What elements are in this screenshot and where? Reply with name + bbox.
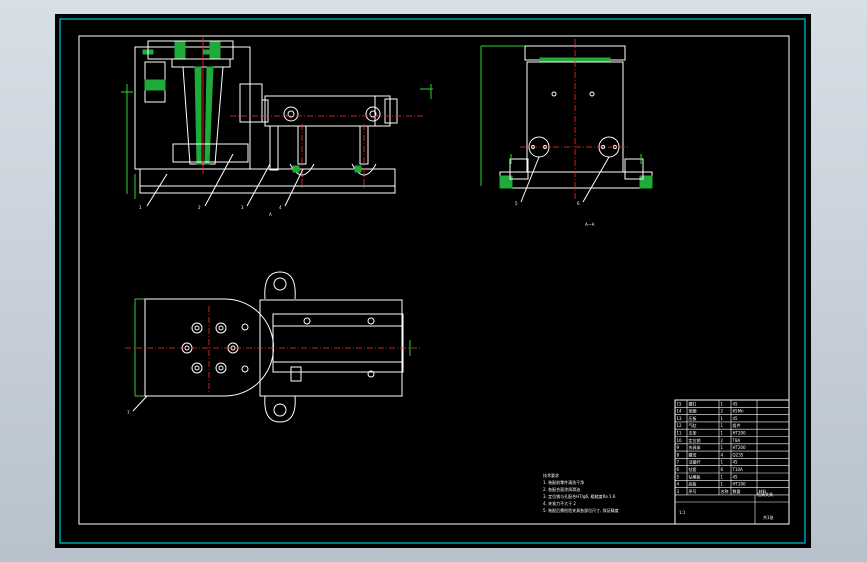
title-block-cell: 45 — [733, 474, 739, 479]
title-block-cell: 1 — [721, 431, 724, 436]
svg-text:2: 2 — [198, 205, 201, 210]
title-block-cell: 9 — [677, 445, 680, 450]
title-block-cell: 15 — [677, 401, 683, 406]
title-block-cell: T10A — [732, 467, 744, 472]
title-block-cell: 活塞杆 — [689, 459, 701, 465]
title-block-cell: 2 — [721, 409, 724, 414]
note-line: 技术要求 — [543, 472, 559, 478]
title-block-cell: 1 — [721, 460, 724, 465]
title-block-cell: 5 — [677, 474, 680, 479]
outer-cyan-frame — [59, 18, 806, 544]
svg-text:3: 3 — [241, 205, 244, 210]
note-line: 1. 装配前零件清洗干净 — [543, 479, 584, 485]
title-block-cell: 1 — [721, 401, 724, 406]
front-view-label: A — [269, 212, 272, 217]
title-block-cell: 气缸 — [689, 422, 697, 428]
title-block-cell: 组件 — [733, 422, 741, 428]
side-view-label: A—A — [585, 222, 595, 227]
side-view: 5 6 A—A — [480, 39, 653, 227]
title-block-cell: 45 — [733, 416, 739, 421]
cad-drawing-canvas: 1 2 3 4 A — [59, 18, 806, 544]
title-block-cell: 7 — [677, 460, 680, 465]
note-line: 2. 各配合面涂润滑油 — [543, 486, 580, 492]
title-block-cell: 1 — [721, 474, 724, 479]
note-line: 4. 夹紧力不大于 2 — [543, 500, 576, 506]
title-block-cell: 钻模板 — [689, 473, 701, 479]
title-block-cell: HT200 — [733, 445, 747, 450]
note-line: 5. 装配后需检验夹具各部位尺寸, 保证精度 — [543, 507, 619, 513]
title-block-cell: 65Mn — [733, 409, 745, 414]
title-block-cell: 2 — [721, 438, 724, 443]
title-block-cell: 8 — [677, 452, 680, 457]
front-view: 1 2 3 4 A — [121, 36, 433, 217]
technical-notes: 技术要求 1. 装配前零件清洗干净 2. 各配合面涂润滑油 3. 定位销与孔配合… — [543, 472, 619, 513]
sheet-count: 共1张 — [763, 514, 774, 520]
svg-text:7: 7 — [127, 410, 130, 415]
drawing-name: 钻床夹具 — [757, 491, 773, 497]
title-block-cell: 底板 — [689, 481, 697, 487]
title-block-cell: 数量 — [733, 488, 741, 494]
title-block-cell: 名称 — [721, 488, 729, 494]
title-block-cell: 支架 — [689, 430, 697, 436]
title-block-cell: 13 — [677, 416, 683, 421]
drawing-scale: 1:1 — [679, 510, 686, 515]
svg-text:4: 4 — [279, 205, 282, 210]
title-block-cell: 材料 — [759, 488, 767, 494]
title-block-cell: 夹具体 — [689, 444, 701, 450]
title-block-cell: 14 — [677, 409, 683, 414]
title-block-cell: 钻套 — [689, 466, 697, 472]
title-block-cell: 12 — [677, 423, 683, 428]
title-block-cell: 序号 — [689, 488, 697, 494]
title-block-cell: 4 — [677, 482, 680, 487]
title-block-cell: 6 — [721, 467, 724, 472]
title-block-cell: 1 — [721, 445, 724, 450]
title-block-cell: Q235 — [733, 452, 744, 457]
title-block-cell: HT200 — [733, 431, 747, 436]
title-block-cell: 11 — [677, 431, 683, 436]
svg-text:6: 6 — [577, 201, 580, 206]
title-block-cell: 45 — [733, 460, 739, 465]
title-block-cell: 螺钉 — [689, 400, 697, 406]
title-block-cell: 压板 — [689, 415, 697, 421]
title-block-cell: 定位销 — [689, 437, 701, 443]
title-block-cell: T8A — [732, 438, 741, 443]
title-block-cell: 6 — [677, 467, 680, 472]
title-block-cell: 4 — [721, 452, 724, 457]
drawing-sheet: 1 2 3 4 A — [55, 14, 811, 548]
title-block-cell: 3 — [677, 489, 680, 494]
inner-drawing-border — [78, 35, 790, 525]
title-block-cell: 1 — [721, 482, 724, 487]
title-block-cell: 45 — [733, 401, 739, 406]
svg-text:5: 5 — [515, 201, 518, 206]
title-block-cell: 10 — [677, 438, 683, 443]
note-line: 3. 定位销与孔配合H7/g6, 粗糙度Ra 1.6 — [543, 493, 616, 499]
title-block-cell: 1 — [721, 423, 724, 428]
title-block-cell: 1 — [721, 416, 724, 421]
title-block-cell: 垫圈 — [689, 408, 697, 414]
title-block-cell: 螺母 — [689, 451, 697, 457]
svg-text:1: 1 — [139, 205, 142, 210]
top-view: 7 — [125, 271, 420, 423]
title-block-cell: HT200 — [733, 482, 747, 487]
